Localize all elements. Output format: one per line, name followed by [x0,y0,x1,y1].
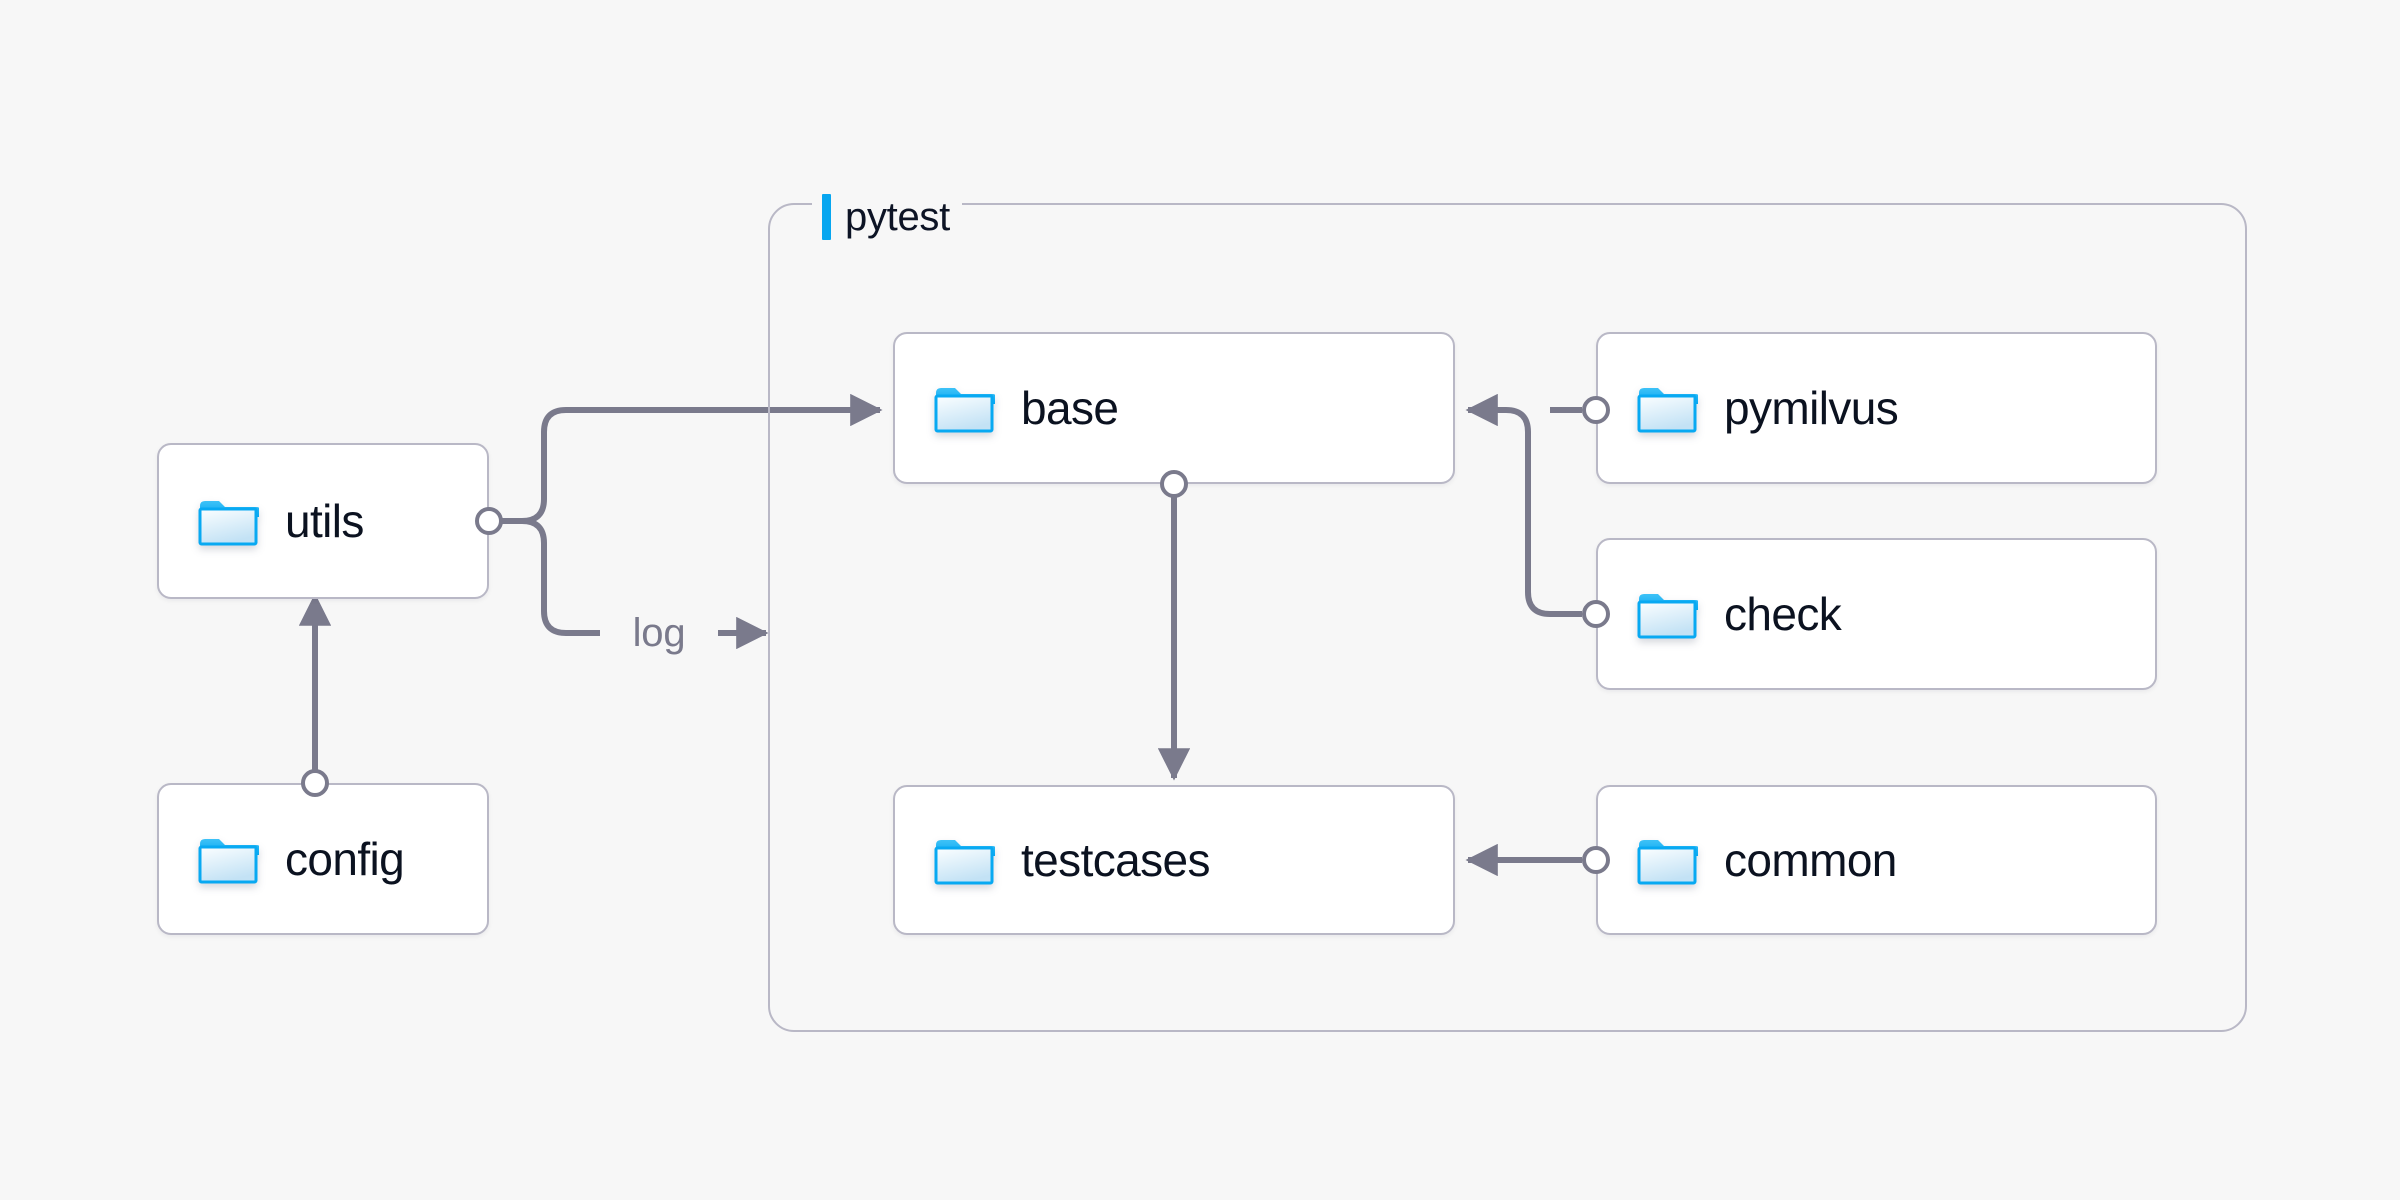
anchor-pymilvus-left[interactable] [1582,396,1610,424]
node-common[interactable]: common [1596,785,2157,935]
folder-icon [1636,834,1700,886]
edge-utils-log [521,518,600,636]
node-pymilvus[interactable]: pymilvus [1596,332,2157,484]
node-config[interactable]: config [157,783,489,935]
node-testcases[interactable]: testcases [893,785,1455,935]
node-testcases-label: testcases [1021,834,1211,886]
group-accent-bar [822,194,831,240]
edge-label-log: log [632,611,686,655]
group-pytest [768,203,2247,1032]
anchor-utils-right[interactable] [475,507,503,535]
folder-icon [197,833,261,885]
node-base-label: base [1021,382,1119,434]
anchor-config-top[interactable] [301,769,329,797]
anchor-check-left[interactable] [1582,600,1610,628]
node-pymilvus-label: pymilvus [1724,382,1899,434]
group-pytest-label: pytest [812,193,962,241]
folder-icon [1636,588,1700,640]
anchor-base-bottom[interactable] [1160,470,1188,498]
node-utils[interactable]: utils [157,443,489,599]
anchor-common-left[interactable] [1582,846,1610,874]
folder-icon [197,495,261,547]
node-base[interactable]: base [893,332,1455,484]
node-common-label: common [1724,834,1897,886]
node-config-label: config [285,833,405,885]
node-check[interactable]: check [1596,538,2157,690]
folder-icon [933,834,997,886]
node-check-label: check [1724,588,1842,640]
node-utils-label: utils [285,495,364,547]
folder-icon [1636,382,1700,434]
folder-icon [933,382,997,434]
group-pytest-label-text: pytest [845,195,950,239]
